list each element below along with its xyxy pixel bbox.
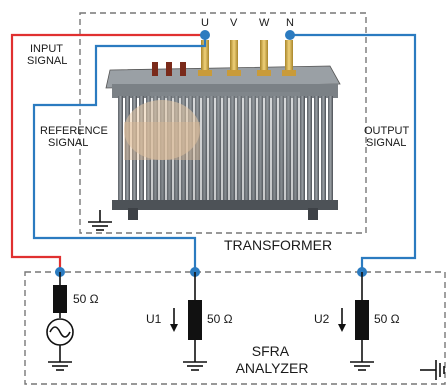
transformer-image	[105, 40, 341, 220]
ac-source-icon	[46, 318, 74, 346]
resistor-r3	[355, 300, 369, 340]
voltage-arrow-icon-u2	[338, 308, 346, 332]
voltage-u1-label: U1	[146, 312, 162, 326]
resistor-r2-label: 50 Ω	[207, 312, 233, 326]
output-signal-wire	[290, 33, 417, 272]
resistor-r2	[188, 300, 202, 340]
chassis-ground-icon	[420, 360, 445, 380]
ground-icon-u2	[350, 361, 374, 371]
transformer-ground-icon	[88, 210, 112, 231]
voltage-u2-label: U2	[314, 312, 330, 326]
input-signal-label: INPUT SIGNAL	[27, 43, 67, 67]
terminal-n-label: N	[286, 17, 294, 29]
ground-icon-u1	[183, 361, 207, 371]
resistor-r3-label: 50 Ω	[374, 312, 400, 326]
transformer-label: TRANSFORMER	[224, 237, 332, 253]
analyzer-box	[24, 271, 446, 385]
analyzer-label: SFRA ANALYZER	[236, 343, 309, 376]
reference-signal-label: REFERENCE SIGNAL	[40, 125, 111, 149]
output-signal-label: OUTPUT SIGNAL	[364, 125, 412, 149]
node-u	[200, 30, 210, 40]
ground-icon-input	[48, 361, 72, 371]
transformer-box	[79, 12, 367, 234]
resistor-r1-label: 50 Ω	[73, 292, 99, 306]
terminal-v-label: V	[230, 17, 238, 29]
terminal-u-label: U	[201, 17, 209, 29]
reference-signal-wire	[32, 35, 207, 272]
terminal-w-label: W	[259, 17, 270, 29]
resistor-r1	[53, 285, 67, 313]
input-signal-wire	[10, 33, 205, 272]
voltage-arrow-icon-u1	[170, 308, 178, 332]
node-n	[285, 30, 295, 40]
